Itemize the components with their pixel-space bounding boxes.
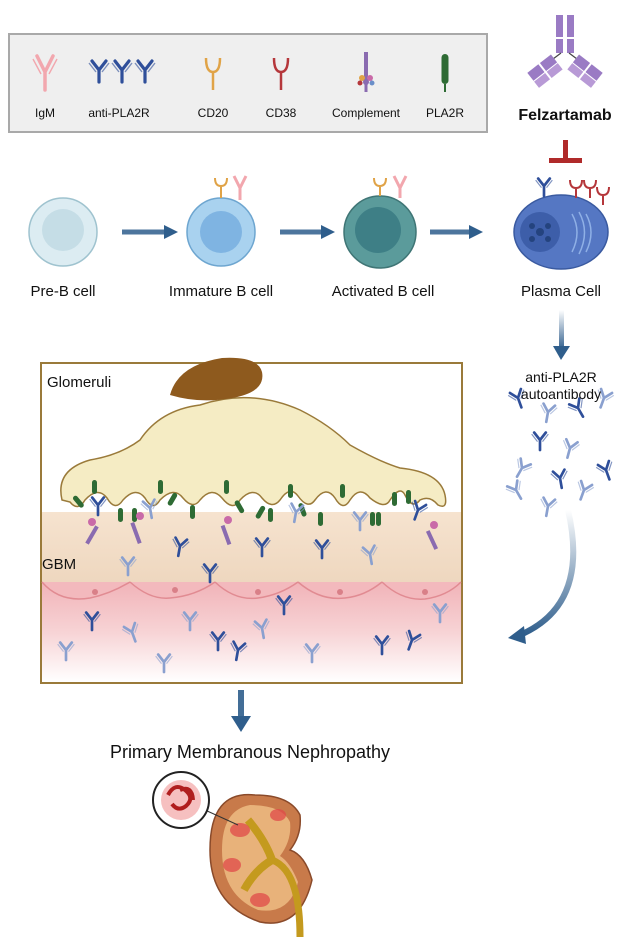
autoantibody-label: anti-PLA2R autoantibody (520, 369, 602, 402)
pre-b-cell (28, 197, 98, 267)
cell-label-activated-b: Activated B cell (331, 283, 435, 300)
legend-icons (32, 52, 449, 92)
inhibition-bar-icon (549, 140, 582, 163)
felzartamab-antibody-icon (527, 15, 603, 88)
cell-label-immature-b: Immature B cell (168, 283, 274, 300)
cd38-receptor-icon (272, 57, 290, 90)
cell-label-pre-b: Pre-B cell (30, 283, 96, 300)
igm-antibody-icon (32, 54, 58, 92)
anti-pla2r-antibody-icon (594, 458, 619, 484)
legend-label-complement: Complement (331, 106, 401, 120)
glomerulus-panel (40, 357, 463, 684)
activated-b-cell (343, 175, 417, 269)
outcome-label: Primary Membranous Nephropathy (109, 742, 391, 762)
plasma-cell (513, 177, 610, 270)
complement-deposits (85, 512, 439, 550)
anti-pla2r-antibody-icon (549, 467, 572, 491)
progression-arrows (120, 225, 483, 239)
legend-label-cd20: CD20 (197, 106, 229, 120)
anti-pla2r-antibody-icon (530, 431, 550, 452)
legend-label-cd38: CD38 (265, 106, 297, 120)
anti-pla2r-antibody-icon (557, 437, 582, 462)
legend-box (8, 33, 488, 133)
cd20-receptor-icon (204, 57, 222, 90)
anti-pla2r-antibody-icon (536, 495, 559, 519)
arrow-autoantibody-to-glomerulus (508, 509, 577, 644)
immature-b-cell (186, 175, 256, 267)
anti-pla2r-antibody-icon (89, 61, 155, 82)
cell-label-plasma: Plasma Cell (520, 283, 602, 300)
drug-name: Felzartamab (518, 107, 612, 124)
glomeruli-label: Glomeruli (47, 374, 112, 391)
podocyte-nucleus (170, 357, 263, 401)
arrow-glomerulus-to-outcome (231, 690, 251, 732)
anti-pla2r-antibody-icon (508, 455, 535, 483)
pla2r-receptors (72, 480, 411, 526)
legend-label-pla2r: PLA2R (425, 106, 465, 120)
anti-pla2r-antibody-icon (503, 477, 530, 505)
anti-pla2r-antibody-icon (571, 478, 596, 504)
legend-label-igm: IgM (34, 106, 56, 120)
gbm-label: GBM (42, 556, 77, 573)
kidney-illustration (152, 771, 313, 937)
arrow-plasma-to-autoantibody (553, 310, 570, 360)
legend-label-anti-pla2r: anti-PLA2R (88, 106, 150, 120)
pla2r-receptor-icon (441, 54, 449, 92)
anti-pla2r-antibody-icon (536, 401, 559, 425)
complement-icon (357, 52, 375, 92)
